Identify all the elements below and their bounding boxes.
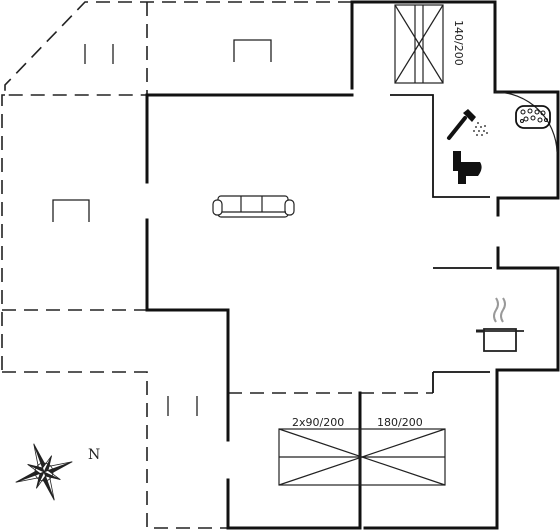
sofa-icon [212,195,295,218]
hot-tub-icon [515,105,551,129]
compass-rose-icon [15,443,73,501]
bed-group-bottom [278,428,446,486]
bed-double-label: 180/200 [377,416,423,429]
interior-walls [145,0,560,530]
dashed-terrace-outlines [1,1,433,529]
cooking-pot-icon [476,297,524,352]
toilet-icon [453,151,482,184]
bed-loft [394,4,444,84]
shower-icon [447,109,488,140]
north-label: N [88,447,100,463]
bathroom-door-arc [494,91,558,153]
thin-partitions [390,94,492,393]
bed-twin-label: 2x90/200 [292,416,344,429]
bed-loft-label: 140/200 [452,20,465,66]
table-symbols [52,39,272,416]
